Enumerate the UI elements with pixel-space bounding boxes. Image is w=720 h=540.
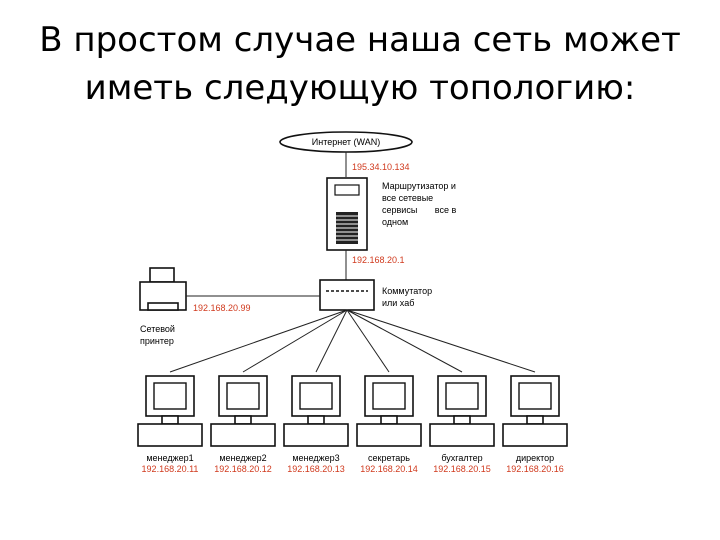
monitor-stand-icon [234,415,252,425]
computer-base-icon [283,423,349,447]
computer-link [346,309,536,373]
internet-node: Интернет (WAN) [279,131,413,153]
router-label-line-3: сервисы все в [382,205,456,215]
monitor-stand-icon [161,415,179,425]
computer-link [242,309,348,373]
computer-base-icon [137,423,203,447]
computer-name-label: менеджер1 [146,453,193,463]
switch-label-line-2: или хаб [382,298,414,308]
computer-name-label: менеджер2 [219,453,266,463]
printer-label-line-2: принтер [140,336,174,346]
computer-base-icon [356,423,422,447]
computer-base-icon [429,423,495,447]
slide-title: В простом случае наша сеть может иметь с… [20,16,700,112]
computer-base-icon [502,423,568,447]
computer-link [315,309,348,373]
printer-label-line-1: Сетевой [140,324,175,334]
title-line-1: В простом случае наша сеть может [39,20,681,60]
computer-ip-label: 192.168.20.15 [433,464,491,474]
computer-ip-label: 192.168.20.11 [142,464,199,474]
screen-icon [445,382,479,410]
computer-ip-label: 192.168.20.12 [214,464,272,474]
internet-ip: 195.34.10.134 [352,162,410,172]
screen-icon [226,382,260,410]
computer-ip-label: 192.168.20.13 [287,464,345,474]
router-drive-bay-icon [334,184,360,196]
screen-icon [372,382,406,410]
router-label-line-2: все сетевые [382,193,433,203]
computer-name-label: секретарь [368,453,410,463]
computer-name-label: менеджер3 [292,453,339,463]
screen-icon [153,382,187,410]
switch-label-line-1: Коммутатор [382,286,432,296]
router-label-line-4: одном [382,217,408,227]
title-line-2: иметь следующую топологию: [84,68,636,108]
computer-group: менеджер1192.168.20.11менеджер2192.168.2… [137,309,568,474]
computer-name-label: директор [516,453,554,463]
screen-icon [518,382,552,410]
computer-link [169,309,348,373]
printer-tray-icon [147,302,179,311]
computer-base-icon [210,423,276,447]
printer-paper-icon [149,267,175,283]
computer-ip-label: 192.168.20.14 [360,464,418,474]
internet-label: Интернет (WAN) [312,137,380,147]
monitor-stand-icon [453,415,471,425]
switch-icon [319,279,375,311]
computer-link [346,309,390,373]
printer-ip: 192.168.20.99 [193,303,251,313]
router-node: Маршрутизатор и все сетевые сервисы все … [326,177,456,251]
computer-name-label: бухгалтер [441,453,482,463]
monitor-stand-icon [307,415,325,425]
router-ip: 192.168.20.1 [352,255,405,265]
monitor-stand-icon [526,415,544,425]
router-label-line-1: Маршрутизатор и [382,181,456,191]
printer-node: Сетевой принтер [139,267,187,346]
switch-node: Коммутатор или хаб [319,279,432,311]
computer-ip-label: 192.168.20.16 [506,464,564,474]
computer-link [346,309,463,373]
monitor-stand-icon [380,415,398,425]
screen-icon [299,382,333,410]
